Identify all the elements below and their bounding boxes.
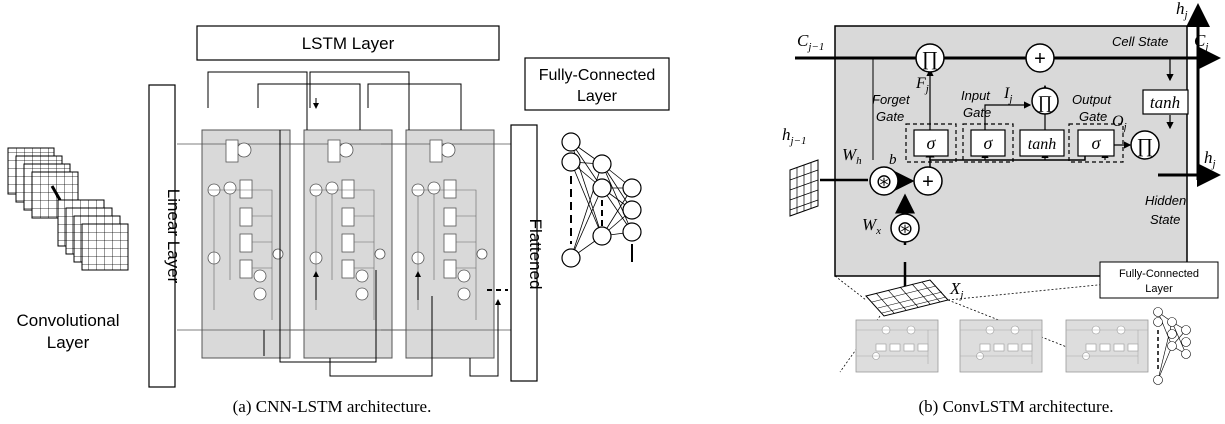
caption-a: (a) CNN-LSTM architecture. — [233, 397, 432, 416]
mini-cell-1 — [855, 319, 939, 373]
fc-nodes — [561, 132, 642, 268]
lstm-layer-box — [196, 25, 500, 61]
forget-sigma-box — [913, 129, 949, 157]
fc-small-network — [1153, 307, 1191, 385]
input-sigma-box — [970, 129, 1006, 157]
forget-gate-label-2: Gate — [876, 109, 904, 124]
sum-node — [913, 166, 943, 196]
forget-sigma: σ — [927, 133, 937, 153]
conv-layer-label-1: Convolutional — [16, 311, 119, 330]
kernel-mark — [50, 185, 62, 201]
forget-output-label: Fj — [915, 75, 929, 95]
lstm-wiring — [207, 71, 499, 377]
output-gate-output-label: Oj — [1112, 113, 1127, 133]
cell-tanh-label: tanh — [1150, 93, 1180, 112]
flattened-box — [510, 124, 538, 382]
output-gate-label-1: Output — [1072, 92, 1112, 107]
lstm-cell-2 — [278, 129, 415, 359]
fc-layer-box — [524, 57, 670, 111]
input-output-label: Ij — [1003, 85, 1012, 105]
input-tanh: tanh — [1028, 136, 1056, 153]
cell-tanh-box — [1142, 89, 1189, 115]
input-product-symbol: ∏ — [1038, 92, 1053, 112]
wh-label: Wh — [842, 145, 862, 167]
input-tanh-box — [1019, 129, 1065, 157]
caption-b: (b) ConvLSTM architecture. — [919, 397, 1114, 416]
h-right-label: hj — [1204, 148, 1216, 170]
fc-layer-label-1: Fully-Connected — [539, 67, 656, 84]
mini-cell-3 — [1065, 319, 1149, 373]
x-input-label: Xj — [949, 279, 963, 301]
wx-label: Wx — [862, 215, 881, 237]
flattened-label: Flattened — [526, 219, 545, 290]
c-next-label: Cj — [1194, 31, 1208, 53]
input-gate-box — [962, 123, 1014, 163]
sum-symbol: + — [922, 171, 934, 193]
wx-conv-symbol: ⊛ — [897, 218, 914, 240]
output-sigma: σ — [1092, 133, 1102, 153]
input-gate-label-2: Gate — [963, 105, 991, 120]
input-product-node — [1031, 87, 1059, 115]
output-product-node — [1130, 130, 1160, 160]
forget-product-node — [915, 43, 945, 73]
wh-conv-symbol: ⊛ — [876, 171, 893, 193]
forget-gate-box — [905, 123, 957, 163]
fc-small-label-1: Fully-Connected — [1119, 268, 1199, 280]
forget-gate-label-1: Forget — [872, 92, 911, 107]
input-sigma: σ — [984, 133, 994, 153]
wx-conv-node — [890, 213, 920, 243]
fc-small-box — [1099, 261, 1219, 299]
lstm-cell-1 — [176, 129, 313, 359]
forget-product-symbol: ∏ — [922, 48, 938, 70]
hidden-state-label-2: State — [1150, 212, 1180, 227]
cell-plus-node — [1025, 43, 1055, 73]
h-top-label: hj — [1176, 0, 1188, 21]
conv-layer-label-2: Layer — [47, 333, 90, 352]
output-product-symbol: ∏ — [1137, 135, 1153, 157]
output-gate-label-2: Gate — [1079, 109, 1107, 124]
lstm-layer-label: LSTM Layer — [302, 34, 395, 53]
h-prev-label: hj−1 — [782, 125, 806, 147]
bias-label: b — [889, 152, 897, 168]
output-gate-box — [1068, 123, 1124, 163]
linear-layer-box — [148, 84, 176, 388]
c-prev-label: Cj−1 — [797, 31, 824, 53]
cell-state-label: Cell State — [1112, 34, 1168, 49]
lstm-cell-3 — [380, 129, 517, 359]
x-input-grid — [865, 279, 949, 317]
fc-small-label-2: Layer — [1145, 283, 1173, 295]
wh-conv-node — [869, 166, 899, 196]
feature-map-stack-2 — [57, 199, 129, 271]
h-prev-grid — [789, 159, 819, 217]
fc-layer-label-2: Layer — [577, 88, 618, 105]
input-gate-label-1: Input — [961, 88, 991, 103]
cell-plus-symbol: + — [1034, 48, 1046, 70]
hidden-state-label-1: Hidden — [1145, 193, 1186, 208]
linear-layer-label: Linear Layer — [164, 189, 183, 284]
output-sigma-box — [1077, 129, 1115, 157]
mini-cell-2 — [959, 319, 1043, 373]
